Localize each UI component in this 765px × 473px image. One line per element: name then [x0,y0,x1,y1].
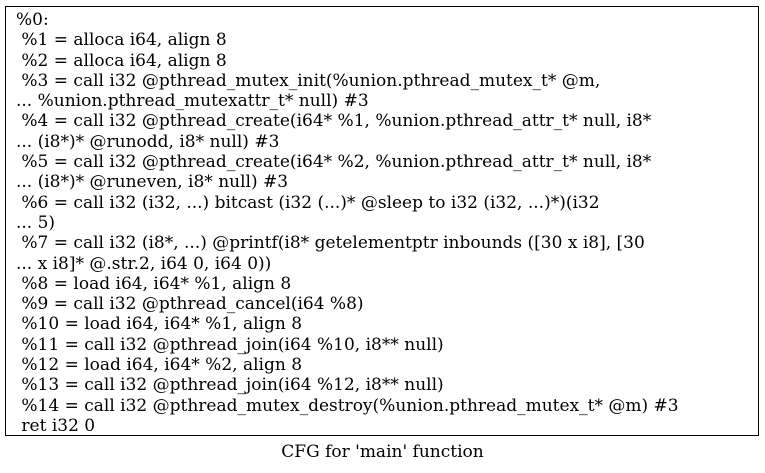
instruction-continuation: ... (i8*)* @runeven, i8* null) #3 [16,172,289,193]
instruction-line: %9 = call i32 @pthread_cancel(i64 %8) [16,294,364,315]
instruction-continuation: ... 5) [16,212,56,233]
instruction-line: %5 = call i32 @pthread_create(i64* %2, %… [16,152,652,173]
basic-block-instructions: %0: %1 = alloca i64, align 8 %2 = alloca… [16,10,679,436]
instruction-line: %1 = alloca i64, align 8 [16,30,227,51]
instruction-line: %8 = load i64, i64* %1, align 8 [16,273,292,294]
block-label: %0: [16,10,49,30]
instruction-line: %2 = alloca i64, align 8 [16,50,227,71]
instruction-line: %7 = call i32 (i8*, ...) @printf(i8* get… [16,233,645,254]
instruction-line: %13 = call i32 @pthread_join(i64 %12, i8… [16,375,444,396]
instruction-line: %4 = call i32 @pthread_create(i64* %1, %… [16,111,652,132]
return-instruction: ret i32 0 [16,415,96,436]
instruction-continuation: ... x i8]* @.str.2, i64 0, i64 0)) [16,253,272,274]
instruction-line: %6 = call i32 (i32, ...) bitcast (i32 (.… [16,192,600,213]
instruction-line: %12 = load i64, i64* %2, align 8 [16,355,303,376]
basic-block-node: %0: %1 = alloca i64, align 8 %2 = alloca… [5,6,759,436]
instruction-line: %11 = call i32 @pthread_join(i64 %10, i8… [16,334,444,355]
instruction-line: %3 = call i32 @pthread_mutex_init(%union… [16,70,601,91]
instruction-continuation: ... (i8*)* @runodd, i8* null) #3 [16,131,280,152]
instruction-line: %14 = call i32 @pthread_mutex_destroy(%u… [16,395,679,416]
graph-caption: CFG for 'main' function [281,442,484,462]
instruction-line: %10 = load i64, i64* %1, align 8 [16,314,303,335]
instruction-continuation: ... %union.pthread_mutexattr_t* null) #3 [16,91,369,112]
